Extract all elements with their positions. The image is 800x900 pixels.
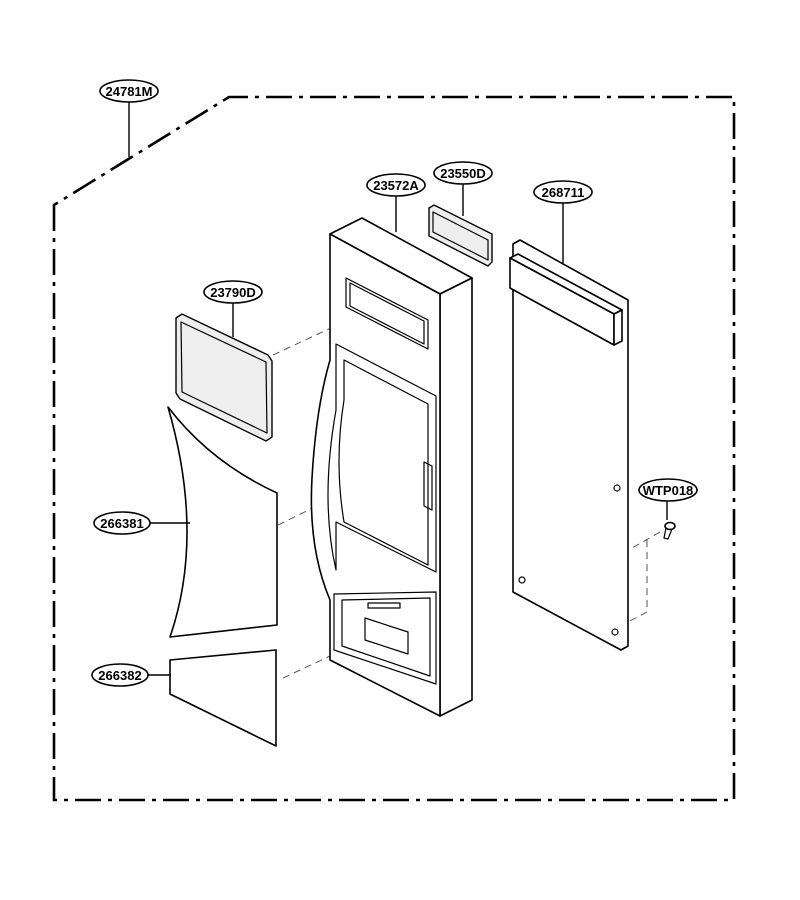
large-window-part <box>175 313 273 442</box>
leader-lines <box>128 101 668 676</box>
callout-23572A: 23572A <box>366 173 426 197</box>
circuit-board-part <box>509 239 629 651</box>
callout-label: 268711 <box>542 185 585 200</box>
callout-268711: 268711 <box>533 180 593 204</box>
callout-266381: 266381 <box>93 511 151 535</box>
callout-label: 23572A <box>373 178 419 193</box>
callout-266382: 266382 <box>91 663 149 687</box>
callout-label: 23790D <box>210 285 256 300</box>
screw-part <box>663 521 676 540</box>
callout-label: 24781M <box>106 84 153 99</box>
main-sheet-part <box>167 406 278 638</box>
callout-label: 266381 <box>100 516 143 531</box>
callout-23550D: 23550D <box>433 161 493 185</box>
callout-WTP018: WTP018 <box>638 478 698 502</box>
lower-sheet-part <box>169 649 277 747</box>
callout-label: 266382 <box>98 668 141 683</box>
callout-label: WTP018 <box>643 483 694 498</box>
callout-23790D: 23790D <box>203 280 263 304</box>
assembly-boundary <box>52 95 736 802</box>
control-frame-part <box>310 217 473 717</box>
small-window-part <box>428 204 493 267</box>
callout-label: 23550D <box>440 166 486 181</box>
callout-24781M: 24781M <box>99 79 159 103</box>
